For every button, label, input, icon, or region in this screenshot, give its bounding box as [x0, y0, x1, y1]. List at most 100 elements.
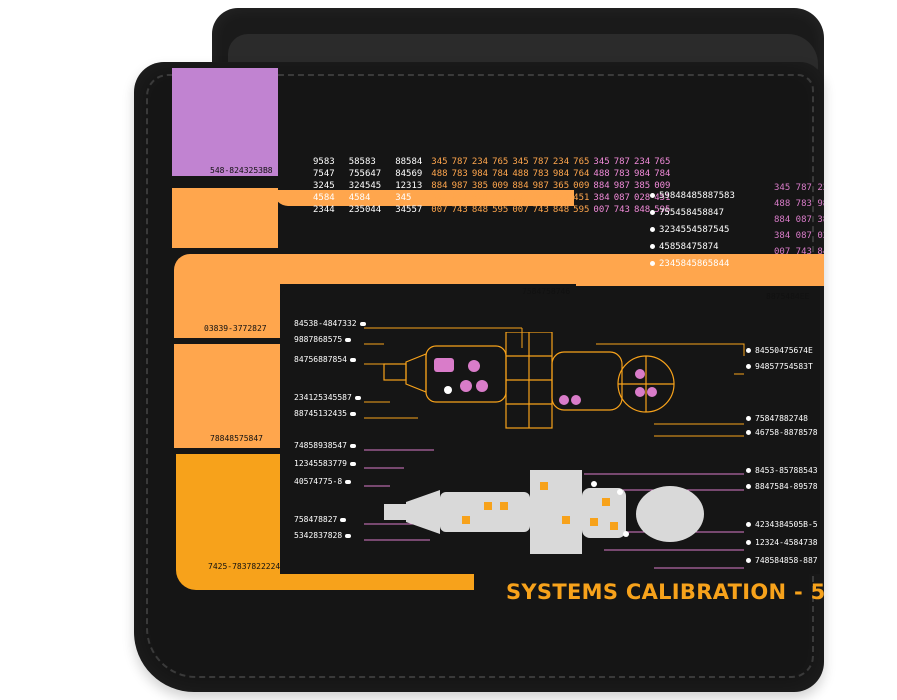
- grid-cell: 84569: [395, 169, 423, 179]
- bullet-icon: [746, 348, 751, 353]
- diagram-left-label: 758478827: [294, 515, 346, 524]
- grid-cell: 4584: [313, 193, 335, 203]
- grid-cell: 087: [451, 193, 468, 203]
- diagram-right-label: 8847584-89578: [746, 482, 818, 491]
- grid-cell: 385: [633, 181, 651, 191]
- grid-cell: 384: [431, 193, 448, 203]
- grid-cell: 743: [451, 205, 468, 215]
- far-right-row: 884 087 385: [774, 215, 824, 225]
- code-mid-left: 03839-3772827: [204, 324, 267, 333]
- grid-cell: 384: [512, 193, 529, 203]
- diagram-left-label: 234125345587: [294, 393, 361, 402]
- grid-cell: 007: [431, 205, 448, 215]
- grid-cell: 88584: [395, 157, 423, 167]
- grid-cell: 2344: [313, 205, 335, 215]
- right-list-item: 45858475874: [650, 239, 735, 256]
- far-right-row: 384 087 028: [774, 231, 824, 241]
- grid-cell: 345: [512, 157, 529, 167]
- diagram-left-label: 5342837828: [294, 531, 351, 540]
- far-right-grid: 345 787 234488 783 984884 087 385384 087…: [774, 180, 824, 260]
- grid-cell: 755647: [348, 169, 382, 179]
- bullet-icon: [746, 558, 751, 563]
- grid-cell: 7547: [313, 169, 335, 179]
- far-right-row: 488 783 984: [774, 199, 824, 209]
- grid-cell: 451: [492, 193, 509, 203]
- grid-cell: 009: [654, 181, 671, 191]
- right-list-value: 755458458847: [659, 208, 725, 218]
- grid-cell: 007: [512, 205, 529, 215]
- grid-cell: 987: [613, 181, 630, 191]
- diagram-left-label: 40574775-8: [294, 477, 351, 486]
- grid-cell: 4584: [348, 193, 371, 203]
- grid-cell: 087: [613, 193, 630, 203]
- right-list-item: 755458458847: [650, 205, 735, 222]
- grid-cell: 984: [633, 169, 651, 179]
- diagram-right-label: 8453-85788543: [746, 466, 818, 475]
- spaceship-lower-icon: [384, 470, 704, 554]
- spaceship-upper-icon: [383, 332, 675, 429]
- grid-cell: 595: [573, 205, 590, 215]
- grid-cell: 765: [492, 157, 509, 167]
- grid-cell: 743: [532, 205, 549, 215]
- grid-cell: 451: [654, 193, 671, 203]
- right-list-item: 3234554587545: [650, 222, 735, 239]
- right-list-value: 3234554587545: [659, 225, 730, 235]
- grid-cell: 787: [613, 157, 630, 167]
- right-list-value: 2345845865844: [659, 259, 730, 269]
- diagram-lines-svg: [364, 327, 745, 569]
- grid-cell: 764: [573, 169, 590, 179]
- grid-cell: 984: [471, 169, 489, 179]
- diagram-left-label: 9887868575: [294, 335, 351, 344]
- wallet-front-panel: 548-8243253B8 03839-3772827 78848575847 …: [134, 62, 824, 692]
- grid-cell: 784: [654, 169, 671, 179]
- grid-cell: 9583: [313, 157, 335, 167]
- bullet-icon: [746, 430, 751, 435]
- grid-cell: 009: [492, 181, 509, 191]
- diagram-right-label: 46758-8878578: [746, 428, 818, 437]
- diagram-right-label: 84550475674E: [746, 346, 813, 355]
- grid-cell: 987: [532, 193, 549, 203]
- bullet-icon: [650, 261, 655, 266]
- grid-cell: 365: [552, 181, 570, 191]
- grid-cell: 765: [573, 157, 590, 167]
- bullet-icon: [650, 227, 655, 232]
- bullet-icon: [746, 540, 751, 545]
- grid-cell: 787: [451, 157, 468, 167]
- grid-cell: 385: [471, 181, 489, 191]
- bullet-icon: [746, 522, 751, 527]
- bullet-icon: [650, 210, 655, 215]
- diagram-right-label: 75847882748: [746, 414, 808, 423]
- grid-cell: 848: [633, 205, 651, 215]
- diagram-left-label: 84756887854: [294, 355, 356, 364]
- code-bottom-left: 7425-7837822224: [208, 562, 281, 571]
- grid-cell: 234: [552, 157, 570, 167]
- orange-mid-bar: [174, 254, 824, 284]
- diagram-right-label: 4234384505B-5: [746, 520, 818, 529]
- grid-cell: 987: [532, 181, 549, 191]
- diagram-right-label: 748584858-887: [746, 556, 818, 565]
- right-list-item: 59848485887583: [650, 188, 735, 205]
- right-list-value: 45858475874: [659, 242, 719, 252]
- grid-cell: 783: [532, 169, 549, 179]
- bullet-icon: [746, 416, 751, 421]
- grid-cell: 58583: [348, 157, 376, 167]
- grid-cell: 595: [492, 205, 509, 215]
- bullet-icon: [650, 193, 655, 198]
- grid-cell: 784: [492, 169, 509, 179]
- grid-cell: 884: [593, 181, 610, 191]
- bullet-icon: [746, 484, 751, 489]
- grid-cell: 783: [613, 169, 630, 179]
- grid-cell: 488: [431, 169, 448, 179]
- diagram-left-label: 84538-4847332: [294, 319, 366, 328]
- right-number-list: 59848485887583 755458458847 3234554587545 4…: [650, 188, 735, 273]
- grid-cell: 324545: [348, 181, 382, 191]
- diagram-right-label: 12324-4584738: [746, 538, 818, 547]
- grid-cell: 488: [512, 169, 529, 179]
- grid-cell: 984: [552, 169, 570, 179]
- bullet-icon: [746, 364, 751, 369]
- diagram-right-label: 94857754583T: [746, 362, 813, 371]
- grid-cell: 007: [593, 205, 610, 215]
- grid-cell: 884: [512, 181, 529, 191]
